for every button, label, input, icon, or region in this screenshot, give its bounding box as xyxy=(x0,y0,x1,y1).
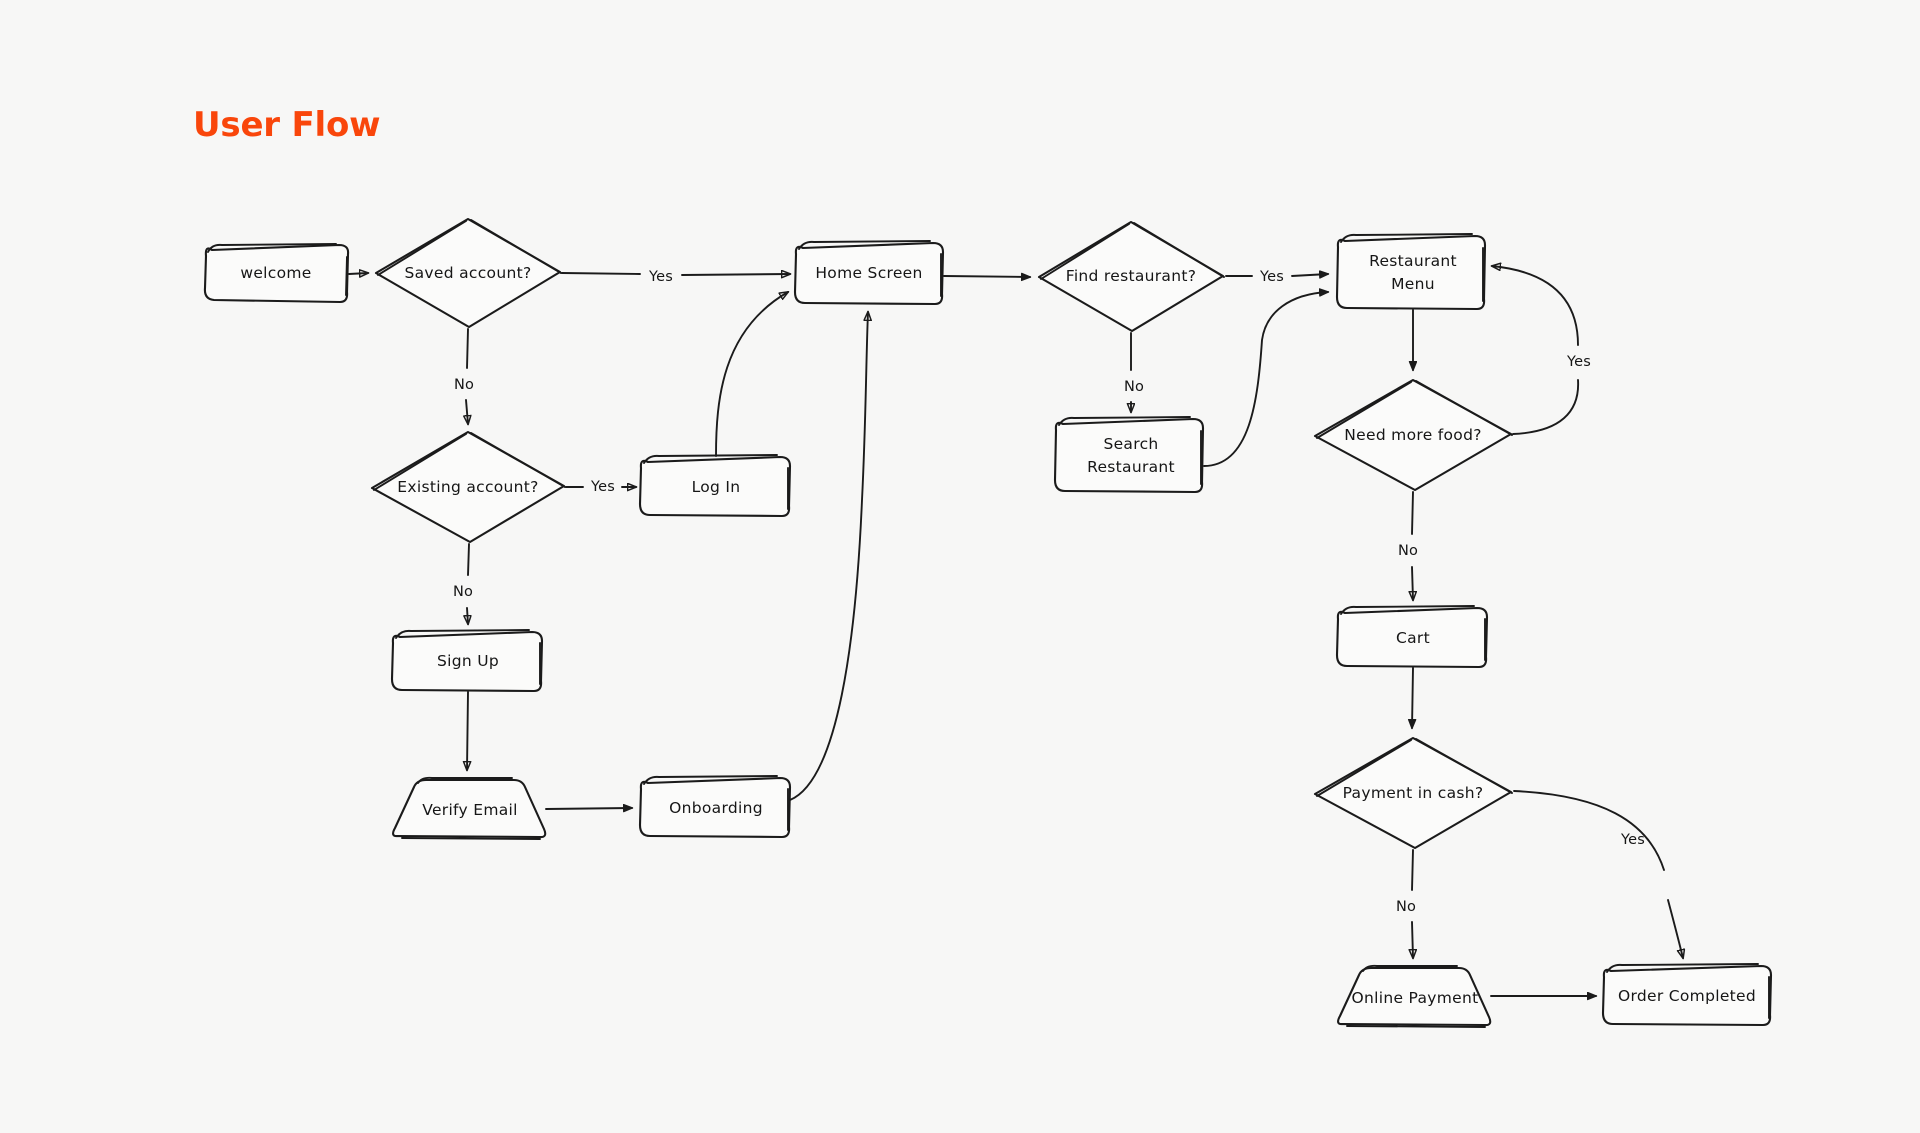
edge-welcome-to-saved xyxy=(348,273,368,274)
node-label-search-restaurant: Search Restaurant xyxy=(1087,434,1175,476)
node-label-need-more-food: Need more food? xyxy=(1344,425,1482,444)
edge-label-existing-no: No xyxy=(452,584,474,600)
edge-login-to-home xyxy=(715,292,788,457)
edge-cart-to-payment xyxy=(1407,667,1417,730)
node-label-saved-account: Saved account? xyxy=(404,263,532,282)
node-label-onboarding: Onboarding xyxy=(669,798,763,817)
edge-search-to-menu xyxy=(1203,288,1330,467)
node-label-order-completed: Order Completed xyxy=(1617,986,1757,1005)
edge-saved-yes-home xyxy=(561,273,790,275)
edge-label-existing-yes: Yes xyxy=(590,479,616,495)
node-label-verify-email: Verify Email xyxy=(422,800,518,819)
edge-label-payment-no: No xyxy=(1395,899,1417,915)
edge-label-need-more-yes: Yes xyxy=(1566,354,1592,370)
edge-label-find-yes: Yes xyxy=(1259,269,1285,285)
edge-label-find-no: No xyxy=(1123,379,1145,395)
edge-label-payment-yes: Yes xyxy=(1620,832,1646,848)
node-label-cart: Cart xyxy=(1396,628,1430,647)
edge-label-saved-yes: Yes xyxy=(648,269,674,285)
node-label-existing-account: Existing account? xyxy=(397,477,539,496)
node-label-find-restaurant: Find restaurant? xyxy=(1065,266,1197,285)
edge-signup-to-verify xyxy=(467,691,468,770)
node-label-sign-up: Sign Up xyxy=(436,651,500,670)
edge-onboarding-to-home xyxy=(789,312,868,801)
edge-need-more-yes-menu xyxy=(1492,266,1579,435)
edge-payment-yes-order xyxy=(1513,790,1683,958)
node-label-restaurant-menu: Restaurant Menu xyxy=(1369,251,1457,293)
node-label-home-screen: Home Screen xyxy=(815,263,923,282)
page-title: User Flow xyxy=(193,105,381,145)
edge-home-to-find xyxy=(943,272,1032,282)
edge-label-saved-no: No xyxy=(453,377,475,393)
edge-label-need-more-no: No xyxy=(1397,543,1419,559)
node-label-online-payment: Online Payment xyxy=(1351,988,1479,1007)
node-label-welcome: welcome xyxy=(240,263,312,282)
node-label-log-in: Log In xyxy=(691,477,741,496)
edge-verify-to-onboarding xyxy=(545,803,634,813)
node-label-payment-in-cash: Payment in cash? xyxy=(1342,783,1484,802)
